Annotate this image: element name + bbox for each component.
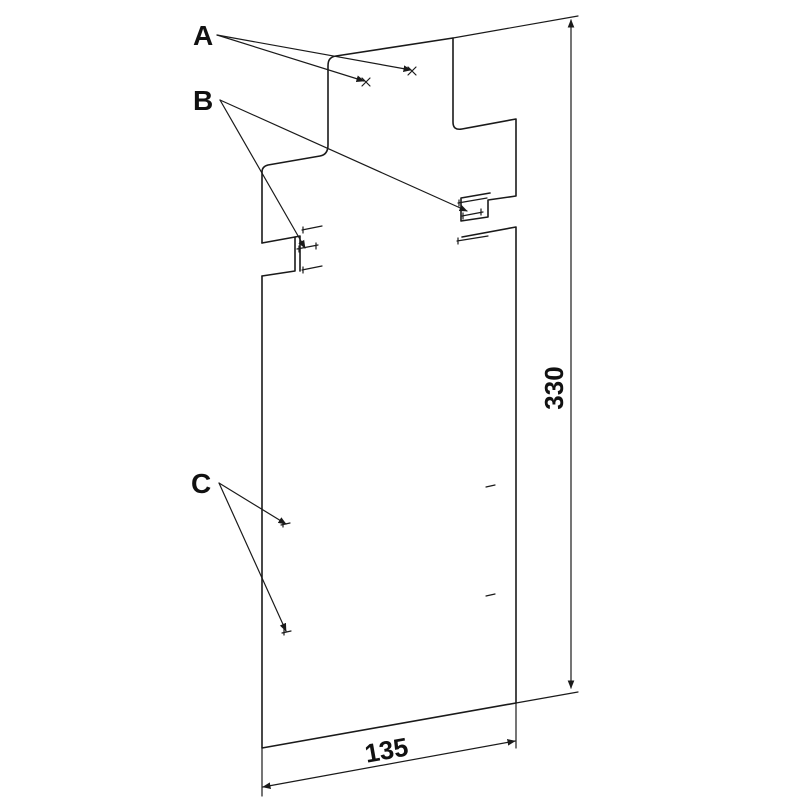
slot-mark — [301, 265, 323, 274]
height-dimension: 330 — [452, 15, 579, 704]
panel-outline-body — [261, 275, 517, 749]
slot-marks-b — [296, 197, 489, 274]
leaders — [216, 34, 468, 632]
height-dimension-text: 330 — [539, 366, 569, 409]
panel-outline — [261, 37, 517, 749]
slot-mark — [461, 208, 484, 220]
callout-c: C — [191, 468, 211, 499]
mark-dash — [485, 484, 496, 488]
panel-tab-left-slot — [294, 235, 301, 272]
width-dimension-text: 135 — [362, 732, 410, 769]
hole-x-mark — [407, 66, 417, 76]
leader-a-2 — [216, 34, 412, 72]
height-extension-top — [452, 15, 579, 39]
callout-labels: A B C — [191, 20, 213, 499]
mark-dash — [281, 628, 292, 636]
hole-x-mark — [361, 77, 371, 87]
callout-b: B — [193, 85, 213, 116]
leader-b-2 — [219, 99, 468, 212]
marks-c — [280, 484, 496, 636]
leader-c-1 — [218, 482, 287, 525]
slot-mark — [301, 225, 323, 234]
slot-mark — [456, 235, 489, 245]
panel-outline-lower — [461, 226, 517, 704]
callout-a: A — [193, 20, 213, 51]
width-dimension-line — [262, 739, 516, 789]
panel-outline-upper — [261, 37, 517, 244]
leader-a-1 — [216, 34, 365, 82]
slot-mark — [457, 197, 488, 207]
panel-tab-left — [261, 236, 296, 277]
leader-b-1 — [219, 99, 306, 249]
mark-dash — [485, 593, 496, 597]
height-extension-bottom — [515, 691, 579, 704]
width-dimension: 135 — [261, 702, 517, 797]
leader-c-2 — [218, 482, 287, 632]
